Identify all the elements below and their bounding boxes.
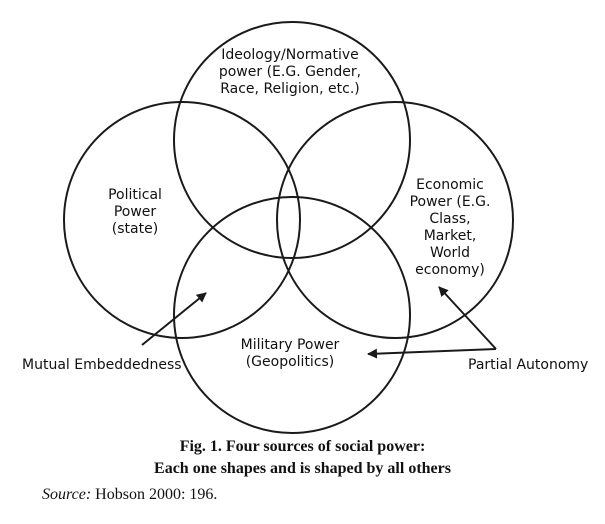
- mutual-embeddedness-arrow: [141, 292, 207, 346]
- figure-caption-line1: Fig. 1. Four sources of social power:: [179, 438, 426, 455]
- military-label: Military Power (Geopolitics): [240, 337, 340, 370]
- economic-circle: [276, 101, 514, 339]
- partial-autonomy-label: Partial Autonomy: [468, 357, 589, 373]
- source-text: Hobson 2000: 196.: [95, 486, 218, 503]
- figure-caption-line2: Each one shapes and is shaped by all oth…: [154, 460, 451, 477]
- mutual-embeddedness-label: Mutual Embeddedness: [22, 357, 182, 373]
- partial-autonomy-arrow-economic: [438, 286, 497, 350]
- source-label: Source:: [42, 486, 92, 503]
- source-citation: Source: Hobson 2000: 196.: [42, 486, 217, 504]
- economic-label: Economic Power (E.G. Class, Market, Worl…: [409, 177, 491, 278]
- military-circle: [173, 196, 411, 434]
- partial-autonomy-arrow-military: [367, 348, 497, 359]
- political-label: Political Power (state): [108, 187, 162, 237]
- ideology-label: Ideology/Normative power (E.G. Gender, R…: [218, 47, 362, 97]
- political-circle: [63, 101, 301, 339]
- ideology-circle: [173, 21, 411, 259]
